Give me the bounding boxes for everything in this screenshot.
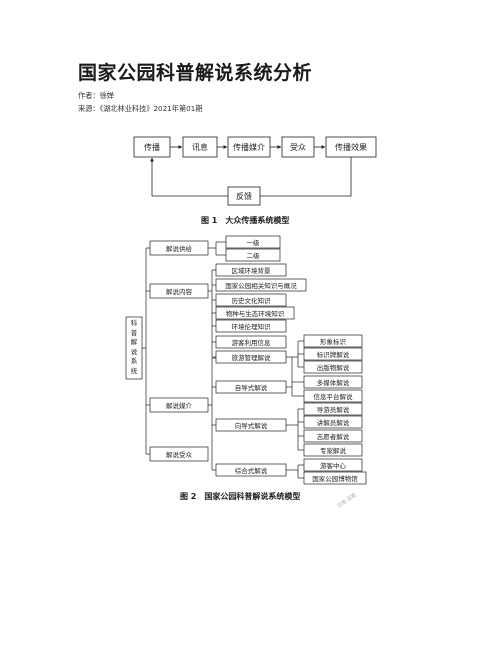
fig2-content-label: 国家公园相关知识与概况 [225,281,297,290]
fig2-guided-label: 导游员解说 [317,405,350,414]
fig2-media-label: 自导式解说 [235,383,268,392]
root-label-char: 系 [130,357,138,365]
fig1-node-label: 受众 [290,142,306,152]
source-line: 来源：《湖北林业科技》2021年第01期 [78,104,203,113]
fig2-l1-label: 解说内容 [166,287,193,296]
fig2-combined-label: 国家公园博物馆 [312,474,358,483]
fig2-media-label: 向导式解说 [235,421,268,430]
fig2-self-guided-label: 形象标识 [320,337,347,346]
fig2-supply-label: 一级 [247,238,261,247]
fig2-content-label: 物种与生态环境知识 [226,309,285,318]
fig1-node-label: 讯息 [192,142,208,152]
root-label-char: 说 [130,347,138,356]
figure2-caption: 图 2 国家公园科普解说系统模型 [180,492,301,501]
fig2-l1-label: 解说媒介 [166,401,193,410]
fig2-content-label: 环境伦理知识 [232,322,272,331]
fig2-content-label: 历史文化知识 [232,296,272,305]
page-title: 国家公园科普解说系统分析 [78,62,313,84]
root-label-char: 科 [130,319,138,327]
root-label-char: 普 [130,328,138,337]
fig2-l1-label: 解说供给 [166,244,193,253]
fig1-node-label: 传播效果 [335,142,367,152]
figure2-labels: 解说供给 解说内容 解说媒介 解说受众 一级 二级 区域环境背景 国家公园相关知… [166,238,358,483]
figure1-caption: 图 1 大众传播系统模型 [201,216,290,225]
figure2-diagram [125,235,367,485]
fig1-feedback-label: 反馈 [236,191,252,201]
fig2-content-label: 旅游管理解说 [232,353,272,362]
fig2-content-label: 区域环境背景 [232,266,272,275]
fig2-guided-label: 讲解员解说 [317,418,350,427]
fig2-self-guided-label: 多媒体解说 [317,378,350,387]
fig2-supply-label: 二级 [247,251,261,260]
fig2-self-guided-label: 标识牌解说 [317,350,350,359]
fig2-root-label: 科普解说系统 [126,319,142,376]
root-label-char: 解 [130,338,138,346]
fig1-node-label: 传播 [144,142,160,152]
fig2-l1-label: 解说受众 [166,450,193,459]
root-label-char: 统 [130,366,138,375]
fig2-media-label: 综合式解说 [235,466,268,475]
fig1-node-label: 传播媒介 [233,142,265,152]
fig2-content-label: 游客利用信息 [232,338,272,347]
author-line: 作者：徐婵 [78,91,114,100]
fig2-guided-label: 志愿者解说 [317,432,350,441]
figure1-diagram: 传播 讯息 传播媒介 受众 传播效果 反馈 [133,136,377,206]
fig2-combined-label: 游客中心 [320,461,347,470]
fig2-guided-label: 专家解说 [320,446,347,455]
fig2-self-guided-label: 出版物解说 [317,363,350,372]
fig2-self-guided-label: 信息平台解说 [314,392,354,401]
